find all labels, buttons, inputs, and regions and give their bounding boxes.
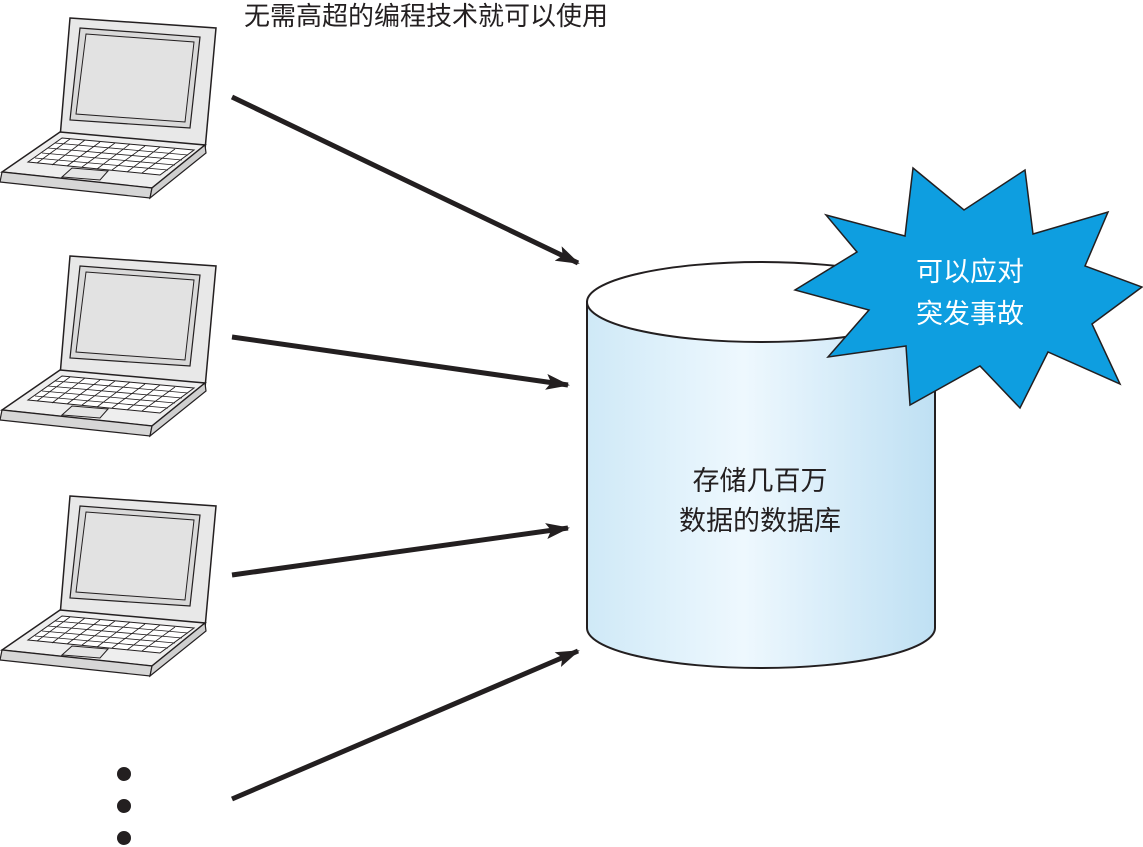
burst-label-line-1: 可以应对 bbox=[916, 257, 1024, 288]
arrow-1 bbox=[230, 94, 580, 266]
laptop-icon-3 bbox=[0, 495, 217, 677]
database-label: 存储几百万 数据的数据库 bbox=[630, 462, 890, 542]
burst-label: 可以应对 突发事故 bbox=[880, 252, 1060, 336]
database-label-line-1: 存储几百万 bbox=[692, 466, 828, 497]
database-cylinder-icon bbox=[586, 261, 936, 669]
arrow-3 bbox=[231, 523, 570, 578]
starburst-icon bbox=[793, 166, 1143, 410]
arrow-4 bbox=[231, 648, 580, 802]
top-caption: 无需高超的编程技术就可以使用 bbox=[244, 2, 609, 32]
arrow-2 bbox=[231, 334, 570, 390]
burst-label-line-2: 突发事故 bbox=[916, 299, 1024, 330]
vertical-ellipsis-icon bbox=[117, 767, 131, 845]
laptop-icon-1 bbox=[0, 17, 217, 199]
database-label-line-2: 数据的数据库 bbox=[679, 506, 841, 537]
laptop-icon-2 bbox=[0, 255, 217, 437]
